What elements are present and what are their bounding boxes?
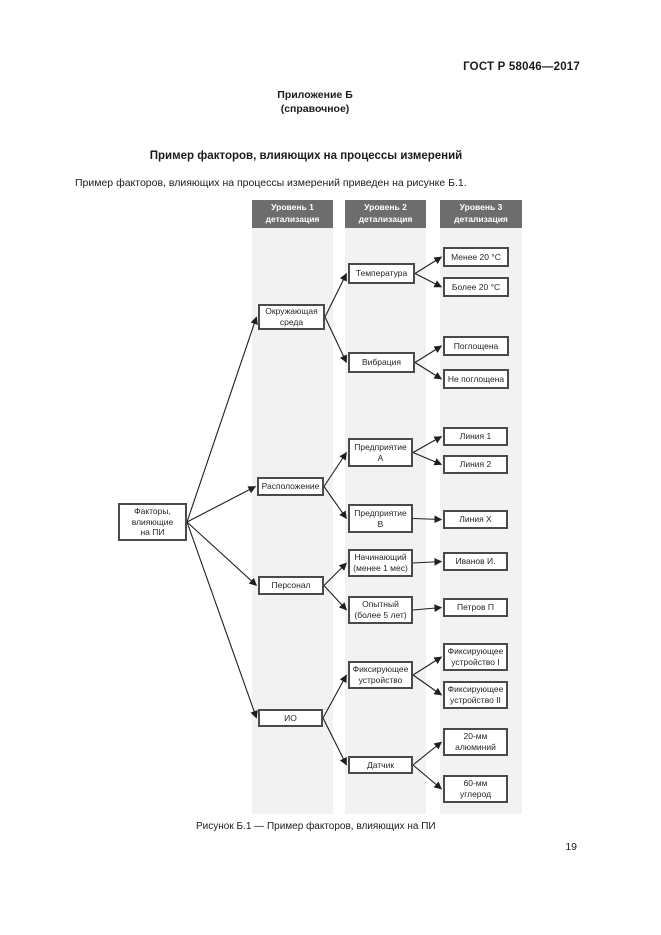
diagram-node-gt20: Более 20 °С — [443, 277, 509, 297]
level-3-column-band — [440, 200, 522, 814]
diagram-node-root: Факторы, влияющие на ПИ — [118, 503, 187, 541]
edge-root-io — [186, 521, 258, 719]
diagram-node-ivanov: Иванов И. — [443, 552, 508, 571]
diagram-node-entB: Предприятие В — [348, 504, 413, 533]
diagram-node-petrov: Петров П — [443, 598, 508, 617]
diagram-node-line2: Линия 2 — [443, 455, 508, 474]
diagram-node-fix2: Фиксирующее устройство II — [443, 681, 508, 709]
diagram-node-absorbed: Поглощена — [443, 336, 509, 356]
diagram-node-fixture: Фиксирующее устройство — [348, 661, 413, 689]
diagram-node-pers: Персонал — [258, 576, 324, 595]
diagram-node-lineX: Линия Х — [443, 510, 508, 529]
diagram-node-expert: Опытный (более 5 лет) — [348, 596, 413, 624]
diagram-node-sensor: Датчик — [348, 756, 413, 774]
column-header-level-3: Уровень 3 детализация — [440, 200, 522, 228]
section-title: Пример факторов, влияющих на процессы из… — [149, 150, 463, 162]
diagram-node-entA: Предприятие А — [348, 438, 413, 467]
column-header-level-2: Уровень 2 детализация — [345, 200, 426, 228]
column-header-level-1: Уровень 1 детализация — [252, 200, 333, 228]
diagram-node-novice: Начинающий (менее 1 мес) — [348, 549, 413, 577]
appendix-heading: Приложение Б (справочное) — [115, 89, 515, 116]
diagram-node-lt20: Менее 20 °С — [443, 247, 509, 267]
doc-number: ГОСТ Р 58046—2017 — [463, 61, 580, 73]
edge-root-env — [186, 316, 258, 523]
diagram-node-env: Окружающая среда — [258, 304, 325, 330]
diagram-node-fix1: Фиксирующее устройство I — [443, 643, 508, 671]
diagram-node-vibr: Вибрация — [348, 352, 415, 373]
page-number: 19 — [565, 841, 577, 853]
appendix-title: Приложение Б — [277, 89, 353, 101]
diagram-node-line1: Линия 1 — [443, 427, 508, 446]
intro-text: Пример факторов, влияющих на процессы из… — [75, 177, 467, 189]
figure-caption: Рисунок Б.1 — Пример факторов, влияющих … — [196, 821, 436, 832]
edge-root-pers — [186, 521, 257, 586]
diagram-node-io: ИО — [258, 709, 323, 727]
appendix-subtitle: (справочное) — [280, 102, 350, 115]
diagram-node-notabs: Не поглощена — [443, 369, 509, 389]
diagram-node-loc: Расположение — [257, 477, 324, 496]
diagram-node-carbon: 60-мм углерод — [443, 775, 508, 803]
diagram-node-temp: Температура — [348, 263, 415, 284]
edge-root-loc — [186, 486, 257, 523]
diagram-node-alu: 20-мм алюминий — [443, 728, 508, 756]
